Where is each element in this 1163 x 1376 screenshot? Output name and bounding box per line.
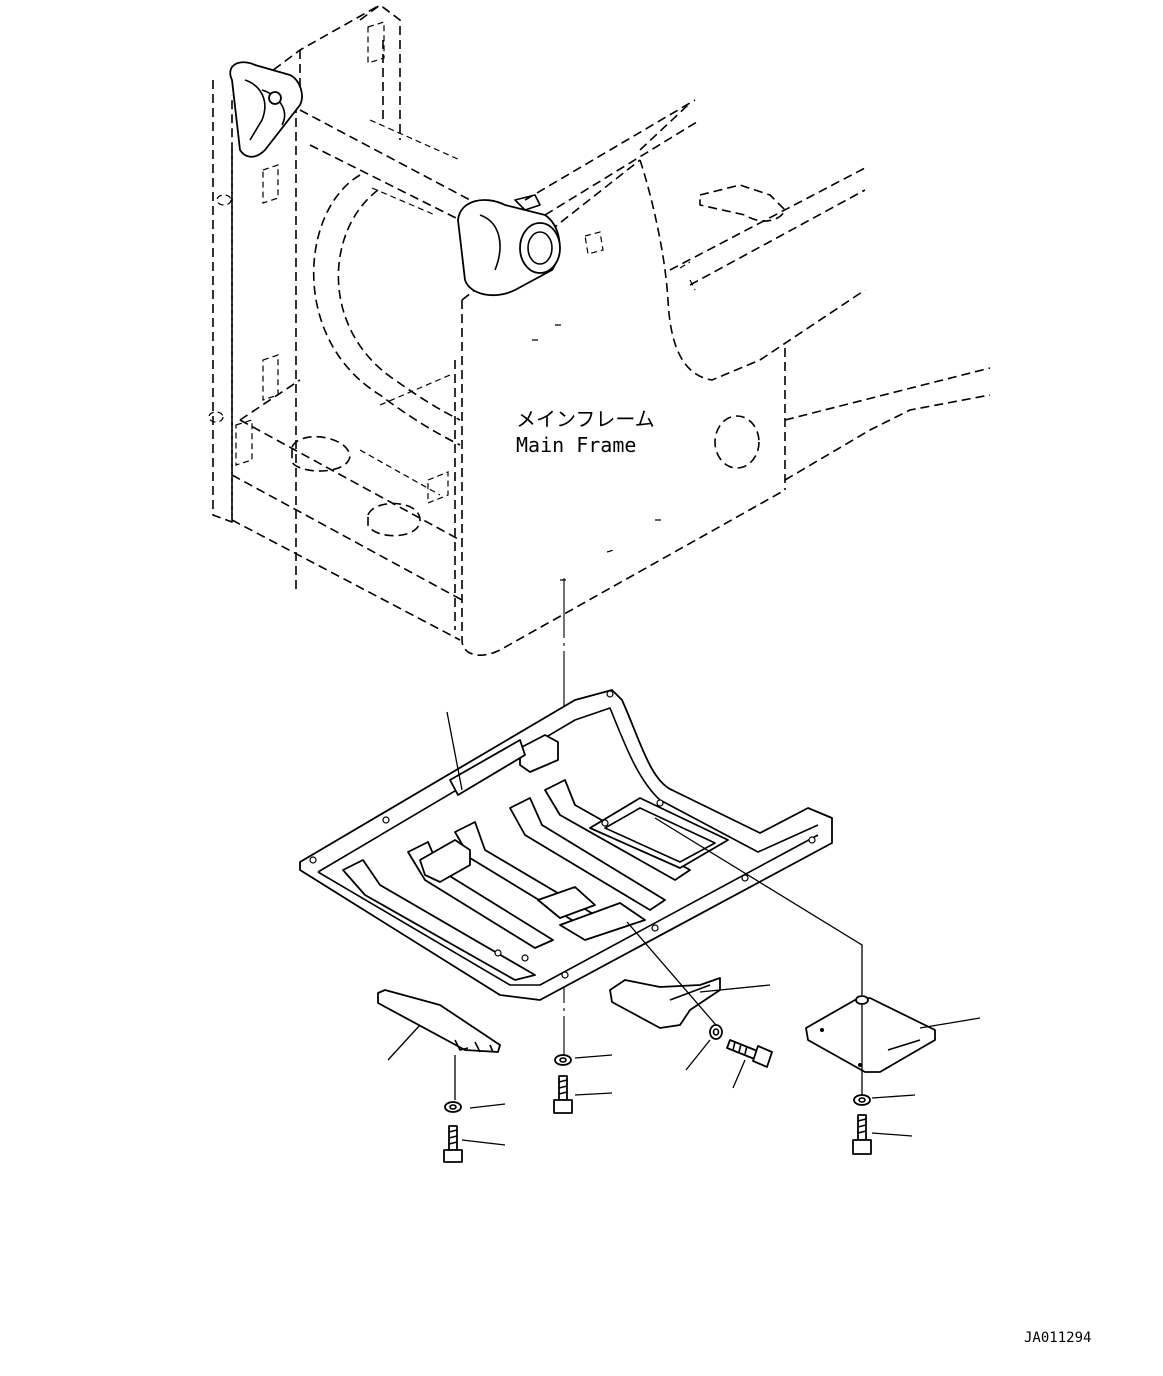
undercover-frame — [299, 689, 833, 1001]
leader-lines — [387, 711, 981, 1146]
bolt — [726, 1039, 773, 1068]
main-frame-outline — [208, 4, 991, 656]
washer — [709, 1024, 723, 1040]
washer — [444, 1101, 462, 1113]
bolt — [852, 1114, 872, 1155]
washer — [853, 1094, 871, 1106]
bolt — [553, 1075, 573, 1114]
cover-plate-right — [805, 995, 936, 1073]
drawing-code: JA011294 — [1024, 1330, 1091, 1346]
bolt — [443, 1125, 463, 1163]
pipe-end-left — [229, 61, 303, 158]
pipe-end-right — [457, 194, 561, 297]
main-frame-label-en: Main Frame — [516, 433, 636, 457]
washer — [554, 1054, 572, 1066]
cover-bracket-center — [609, 977, 721, 1029]
main-frame-label-jp: メインフレーム — [516, 407, 655, 431]
side-cover-plate-left — [377, 989, 501, 1053]
